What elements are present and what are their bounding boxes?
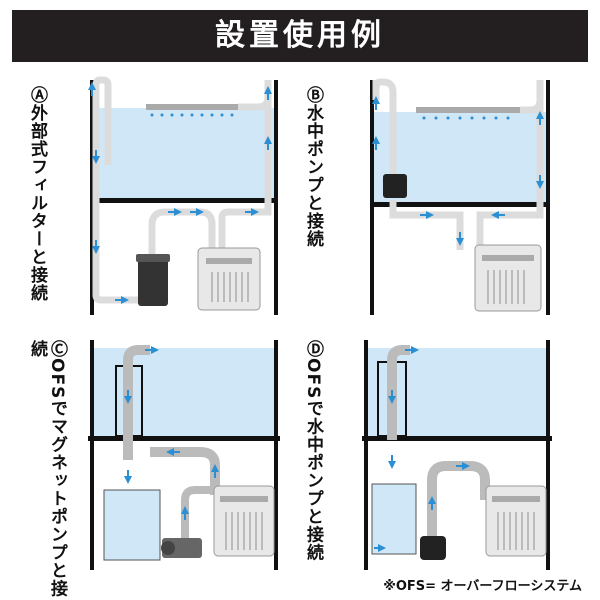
cooler-unit-icon [474, 244, 542, 312]
title-bar: 設置使用例 [12, 10, 588, 62]
panel-a-diagram [88, 76, 278, 315]
panel-a-label: Ⓐ外部式フィルターと接続 [27, 86, 47, 302]
spray-bar-icon [146, 104, 238, 117]
spray-bar-icon [416, 107, 520, 120]
panel-d-diagram [362, 340, 552, 570]
submersible-pump-icon [420, 536, 446, 560]
ofs-footnote: ※OFS= オーバーフローシステム [383, 579, 582, 594]
page-title: 設置使用例 [215, 18, 385, 53]
cooler-unit-icon [197, 247, 261, 311]
magnet-pump-icon [161, 538, 202, 558]
cooler-unit-icon [485, 485, 547, 557]
canister-filter-icon [136, 254, 170, 306]
cooler-unit-icon [213, 485, 275, 557]
submersible-pump-icon [383, 174, 407, 198]
panel-b-diagram [370, 78, 550, 315]
panel-c-diagram [88, 340, 280, 570]
panel-d-label: ⒹOFSで水中ポンプと接続 [303, 340, 323, 562]
panel-c-label: ⒸOFSでマグネットポンプと接続 [27, 340, 67, 598]
panel-b-label: Ⓑ水中ポンプと接続 [303, 86, 323, 248]
